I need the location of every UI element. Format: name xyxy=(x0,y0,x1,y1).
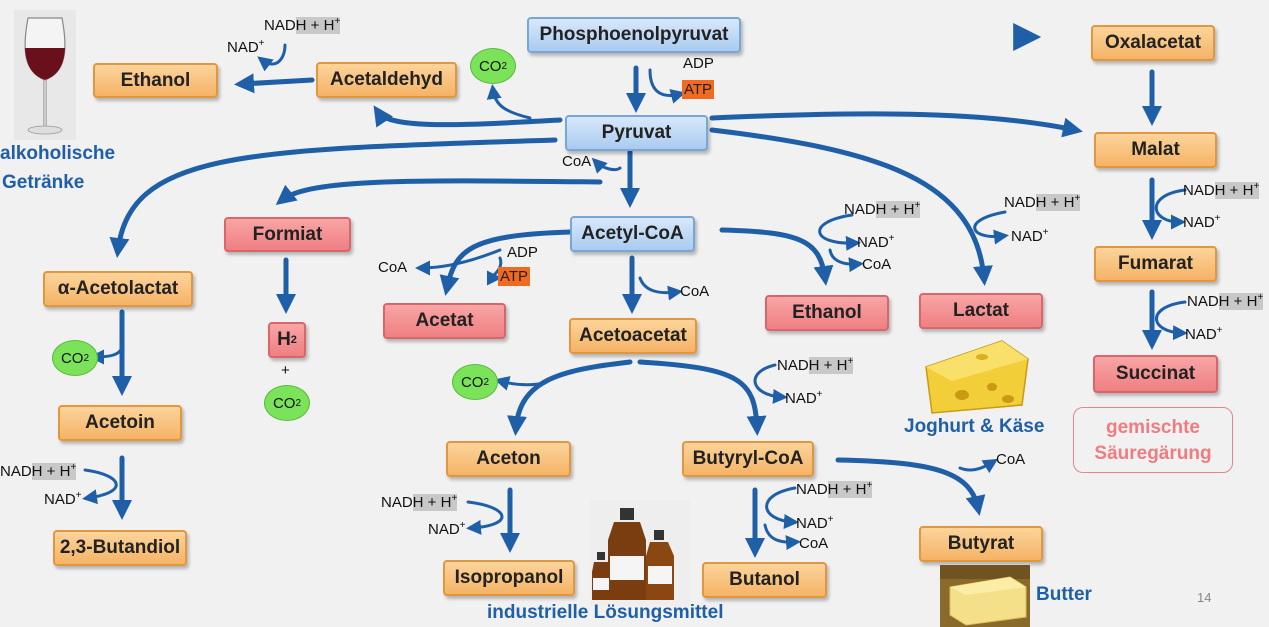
node-oxalacetat: Oxalacetat xyxy=(1091,25,1215,61)
cheese-picture xyxy=(925,340,1029,414)
nadh-label: NADH + H+ xyxy=(1183,181,1260,199)
nadh-label: NADH + H+ xyxy=(264,16,341,34)
coa-label: CoA xyxy=(562,153,592,170)
mixed-line-1: gemischte xyxy=(1106,417,1200,438)
solvent-bottles-picture xyxy=(590,500,690,606)
caption-joghurt-kaese: Joghurt & Käse xyxy=(904,416,1045,437)
mixed-line-2: Säuregärung xyxy=(1094,443,1212,464)
coa-label: CoA xyxy=(799,535,829,552)
node-butanol: Butanol xyxy=(702,562,827,598)
page-number: 14 xyxy=(1197,590,1212,605)
atp-badge: ATP xyxy=(498,267,531,286)
nad-label: NAD+ xyxy=(44,490,82,508)
node-succinat: Succinat xyxy=(1093,355,1218,393)
nadh-label: NADH + H+ xyxy=(381,493,458,511)
nad-label: NAD+ xyxy=(428,520,466,538)
node-formiat: Formiat xyxy=(224,217,351,252)
nadh-label: NADH + H+ xyxy=(0,462,77,480)
atp-badge: ATP xyxy=(682,80,715,99)
nad-label: NAD+ xyxy=(796,514,834,532)
caption-industrielle-loesungsmittel: industrielle Lösungsmittel xyxy=(487,602,724,623)
butter-picture xyxy=(940,565,1030,627)
node-alpha-acetolactat: α-Acetolactat xyxy=(43,271,193,307)
node-acetaldehyd: Acetaldehyd xyxy=(316,62,457,98)
nad-label: NAD+ xyxy=(227,38,265,56)
coa-label: CoA xyxy=(862,256,892,273)
node-ethanol-mid: Ethanol xyxy=(765,295,889,331)
node-fumarat: Fumarat xyxy=(1094,246,1217,282)
node-aceton: Aceton xyxy=(446,441,571,477)
nadh-label: NADH + H+ xyxy=(844,200,921,218)
node-acetat: Acetat xyxy=(383,303,506,339)
node-isopropanol: Isopropanol xyxy=(443,560,575,596)
node-phosphoenolpyruvat: Phosphoenolpyruvat xyxy=(527,17,741,53)
node-butyryl-coa: Butyryl-CoA xyxy=(682,441,814,477)
node-ethanol-alcoholic: Ethanol xyxy=(93,63,218,98)
nad-label: NAD+ xyxy=(1183,213,1221,231)
node-malat: Malat xyxy=(1094,132,1217,168)
caption-alkoholische: alkoholische xyxy=(0,143,116,164)
plus-sign: + xyxy=(281,362,290,379)
node-lactat: Lactat xyxy=(919,293,1043,329)
adp-label: ADP xyxy=(683,55,714,72)
coa-label: CoA xyxy=(996,451,1026,468)
caption-butter: Butter xyxy=(1036,584,1092,605)
node-pyruvat: Pyruvat xyxy=(565,115,708,151)
coa-label: CoA xyxy=(680,283,710,300)
node-acetyl-coa: Acetyl-CoA xyxy=(570,216,695,252)
adp-label: ADP xyxy=(507,244,538,261)
node-butandiol: 2,3-Butandiol xyxy=(53,530,187,566)
node-acetoin: Acetoin xyxy=(58,405,182,441)
nadh-label: NADH + H+ xyxy=(796,480,873,498)
nad-label: NAD+ xyxy=(785,389,823,407)
node-acetoacetat: Acetoacetat xyxy=(569,318,697,354)
nad-label: NAD+ xyxy=(1185,325,1223,343)
wine-glass-picture xyxy=(14,10,76,140)
nad-label: NAD+ xyxy=(1011,227,1049,245)
mixed-acid-fermentation-label: gemischte Säuregärung xyxy=(1073,407,1233,473)
nadh-label: NADH + H+ xyxy=(1004,193,1081,211)
coa-label: CoA xyxy=(378,259,408,276)
nadh-label: NADH + H+ xyxy=(1187,292,1264,310)
nadh-label: NADH + H+ xyxy=(777,356,854,374)
nad-label: NAD+ xyxy=(857,233,895,251)
node-butyrat: Butyrat xyxy=(919,526,1043,562)
caption-getraenke: Getränke xyxy=(2,172,85,193)
